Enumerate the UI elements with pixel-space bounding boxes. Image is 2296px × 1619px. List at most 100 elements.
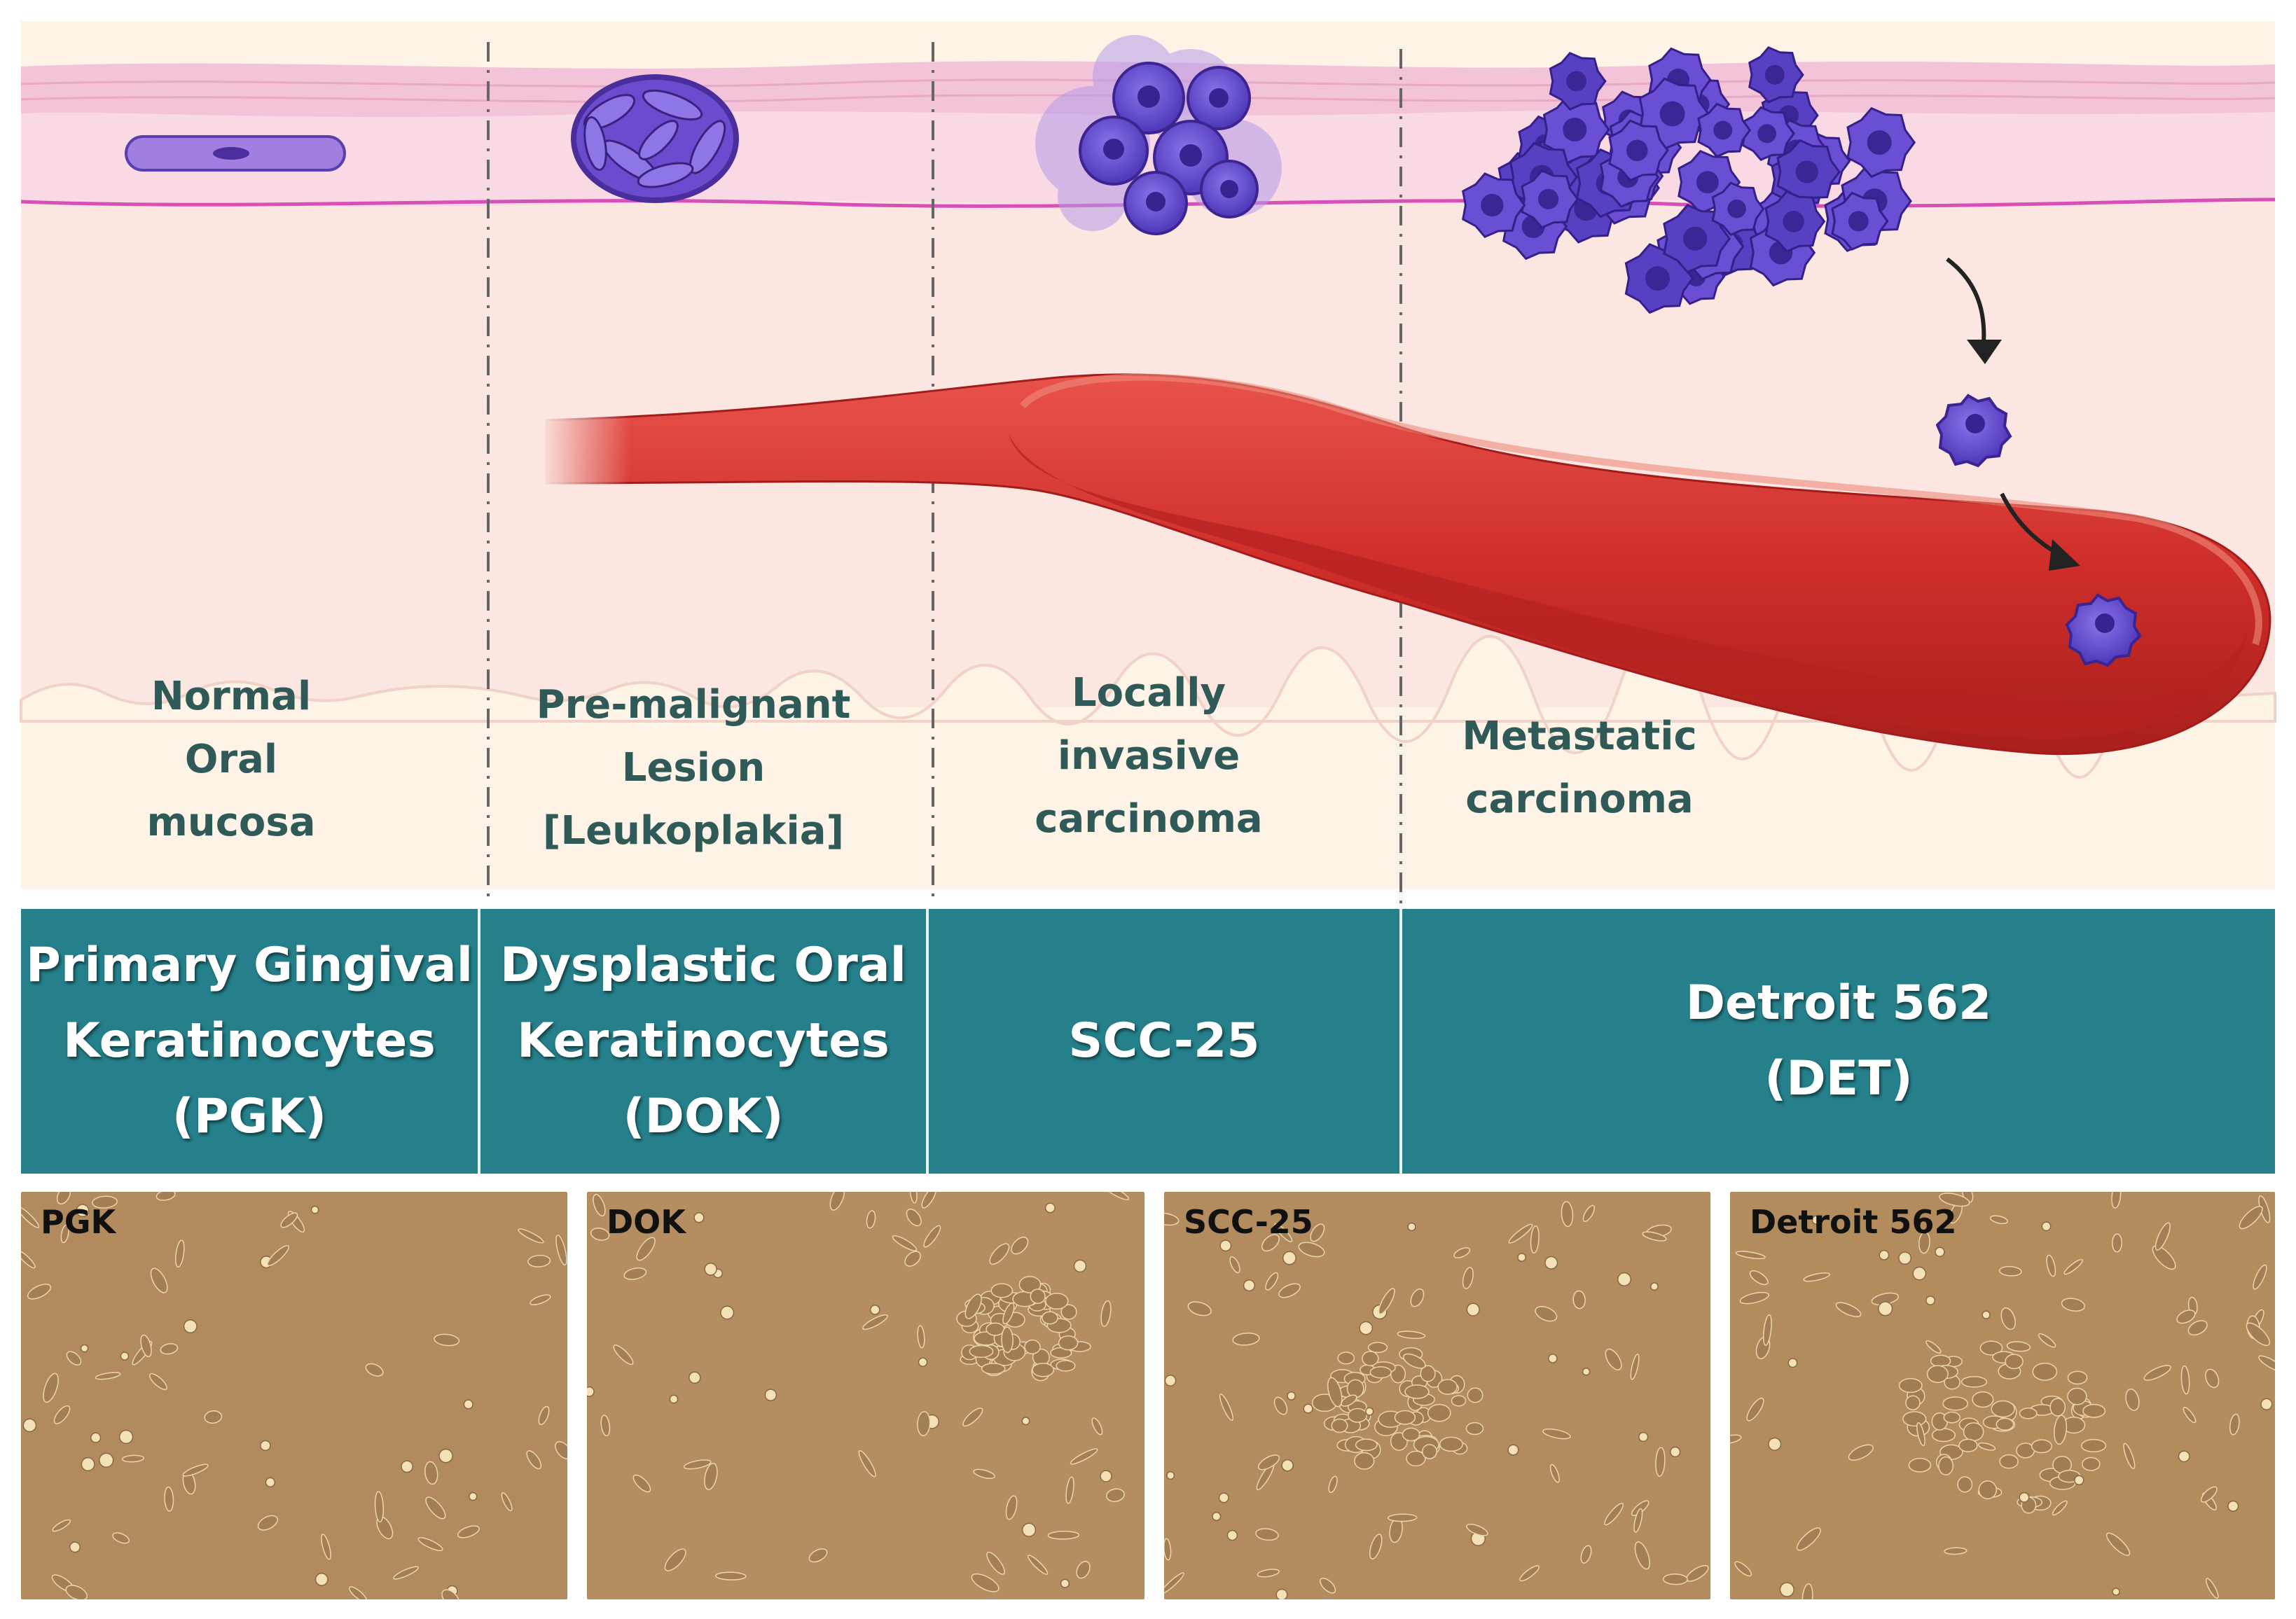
colony-cell: [1467, 1387, 1484, 1403]
adherent-cell: [593, 1194, 606, 1217]
colony-cell: [990, 1283, 1014, 1298]
adherent-cell: [1542, 1428, 1571, 1440]
rounded-cell: [401, 1460, 414, 1473]
rounded-cell: [1287, 1391, 1296, 1401]
rounded-cell: [689, 1371, 701, 1384]
metastatic-cell-nucleus: [1848, 211, 1869, 232]
adherent-cell: [392, 1566, 419, 1580]
adherent-cell: [1749, 1270, 1769, 1286]
adherent-cell: [2006, 1341, 2031, 1352]
adherent-cell: [1453, 1247, 1471, 1258]
rounded-cell: [469, 1492, 478, 1501]
adherent-cell: [917, 1325, 925, 1349]
adherent-cell: [121, 1454, 145, 1463]
adherent-cell: [1378, 1288, 1395, 1315]
adherent-cell: [1508, 1223, 1533, 1244]
adherent-cell: [683, 1459, 712, 1470]
adherent-cell: [1164, 1212, 1180, 1226]
metastatic-cell-nucleus: [1867, 130, 1892, 155]
metastatic-cell-nucleus: [1727, 199, 1746, 218]
adherent-cell: [1549, 1464, 1560, 1483]
rounded-cell: [1811, 1215, 1821, 1225]
rounded-cell: [669, 1394, 679, 1404]
adherent-cell: [1274, 1223, 1293, 1242]
colony-cell: [1451, 1395, 1467, 1407]
adherent-cell: [182, 1464, 209, 1477]
adherent-cell: [2155, 1222, 2171, 1251]
adherent-cell: [923, 1225, 941, 1248]
colony-cell: [1331, 1418, 1348, 1433]
colony-cell: [1957, 1476, 1973, 1493]
rounded-cell: [120, 1352, 130, 1361]
colony-cell: [1991, 1400, 2015, 1418]
colony-cell: [1905, 1395, 1921, 1411]
colony-cell: [1024, 1339, 1041, 1355]
adherent-cell: [2229, 1413, 2240, 1436]
rounded-cell: [314, 1573, 329, 1586]
micrograph-scc25: SCC-25: [1164, 1192, 1710, 1599]
adherent-cell: [21, 1250, 36, 1269]
adherent-cell: [2239, 1206, 2263, 1230]
adherent-cell: [257, 1515, 278, 1531]
adherent-cell: [27, 1284, 52, 1300]
adherent-cell: [973, 1468, 995, 1480]
adherent-cell: [1734, 1561, 1752, 1577]
adherent-cell: [1011, 1237, 1029, 1255]
adherent-cell: [862, 1314, 888, 1330]
adherent-cell: [1219, 1394, 1233, 1422]
adherent-cell: [1328, 1475, 1338, 1494]
adherent-cell: [1278, 1283, 1301, 1298]
metastatic-cell-nucleus: [1626, 139, 1648, 162]
adherent-cell: [2205, 1368, 2220, 1389]
adherent-cell: [2112, 1233, 2122, 1253]
colony-cell: [2049, 1398, 2066, 1417]
metastatic-cell-nucleus: [1538, 188, 1559, 209]
adherent-cell: [2183, 1407, 2197, 1424]
adherent-cell: [538, 1405, 550, 1426]
adherent-cell: [527, 1254, 551, 1267]
colony-cell: [1337, 1352, 1355, 1365]
colony-cell: [1421, 1444, 1437, 1459]
adherent-cell: [714, 1571, 747, 1580]
adherent-cell: [1257, 1454, 1280, 1471]
rounded-cell: [1670, 1446, 1681, 1458]
adherent-cell: [424, 1461, 438, 1485]
colony-cell: [1018, 1276, 1042, 1293]
adherent-cell: [174, 1239, 185, 1268]
adherent-cell: [1327, 1377, 1343, 1408]
adherent-cell: [917, 1411, 931, 1436]
metastatic-cell-nucleus: [1713, 120, 1733, 140]
rounded-cell: [1044, 1202, 1056, 1214]
colony-cell: [2031, 1439, 2052, 1454]
adherent-cell: [2052, 1500, 2068, 1516]
rounded-cell: [81, 1457, 95, 1471]
adherent-cell: [1076, 1560, 1091, 1579]
metastatic-cell-nucleus: [1682, 226, 1708, 251]
rounded-cell: [1517, 1253, 1527, 1263]
adherent-cell: [555, 1235, 567, 1266]
adherent-cell: [1977, 1442, 1996, 1451]
colony-cell: [2082, 1403, 2106, 1418]
adherent-cell: [1605, 1348, 1622, 1370]
adherent-cell: [1065, 1476, 1074, 1504]
colony-cell: [1979, 1340, 2003, 1356]
adherent-cell: [1535, 1306, 1558, 1322]
adherent-cell: [1232, 1332, 1260, 1346]
adherent-cell: [1835, 1302, 1862, 1317]
rounded-cell: [1021, 1417, 1030, 1426]
colony-cell: [1908, 1457, 1932, 1473]
adherent-cell: [1848, 1444, 1874, 1461]
adherent-cell: [457, 1525, 480, 1538]
adherent-cell: [1310, 1223, 1325, 1242]
rounded-cell: [1878, 1301, 1893, 1316]
rounded-cell: [2112, 1587, 2120, 1596]
band-divider: [926, 909, 929, 1174]
adherent-cell: [962, 1408, 983, 1427]
rounded-cell: [1466, 1302, 1480, 1316]
rounded-cell: [260, 1440, 271, 1452]
rounded-cell: [869, 1305, 880, 1315]
adherent-cell: [1002, 1302, 1015, 1325]
colony-cell: [1045, 1293, 1069, 1310]
adherent-cell: [1387, 1513, 1418, 1522]
adherent-cell: [1572, 1290, 1586, 1309]
